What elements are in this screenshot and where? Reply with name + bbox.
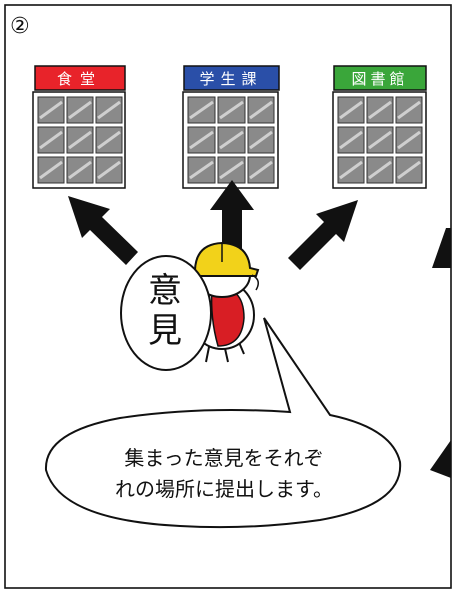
building-student-affairs-label: 学生課 [199,70,262,88]
opinion-bubble-char-2: 見 [148,311,182,351]
building-library-label-box [333,65,427,91]
opinion-bubble-shape [120,255,212,371]
arrow-to-student-affairs [210,180,254,252]
opinion-bubble: 意 見 [120,255,212,371]
building-student-affairs-windows [187,96,275,184]
building-cafeteria-label: 食堂 [57,70,103,88]
panel-number: ② [10,14,30,39]
building-cafeteria-windows [37,96,123,184]
speech-bubble-line-1: 集まった意見をそれぞ [124,446,323,470]
speech-bubble-line-2: れの場所に提出します。 [115,477,333,501]
building-student-affairs-label-box [183,65,280,91]
building-library-windows [337,96,423,184]
hard-hat-icon [190,241,260,277]
arrow-to-cafeteria [68,196,138,265]
building-student-affairs: 学生課 [182,65,280,189]
arrow-partial-right-lower [430,440,451,478]
opinion-bubble-char-1: 意 [148,271,182,311]
building-cafeteria: 食堂 [32,65,126,189]
arrow-to-library [288,200,358,270]
arrow-partial-right-upper [432,228,451,268]
speech-bubble-shape [44,317,402,529]
speech-bubble: 集まった意見をそれぞ れの場所に提出します。 [44,317,402,529]
building-library: 図書館 [332,65,427,189]
building-cafeteria-label-box [34,65,126,91]
building-library-label: 図書館 [351,70,408,88]
